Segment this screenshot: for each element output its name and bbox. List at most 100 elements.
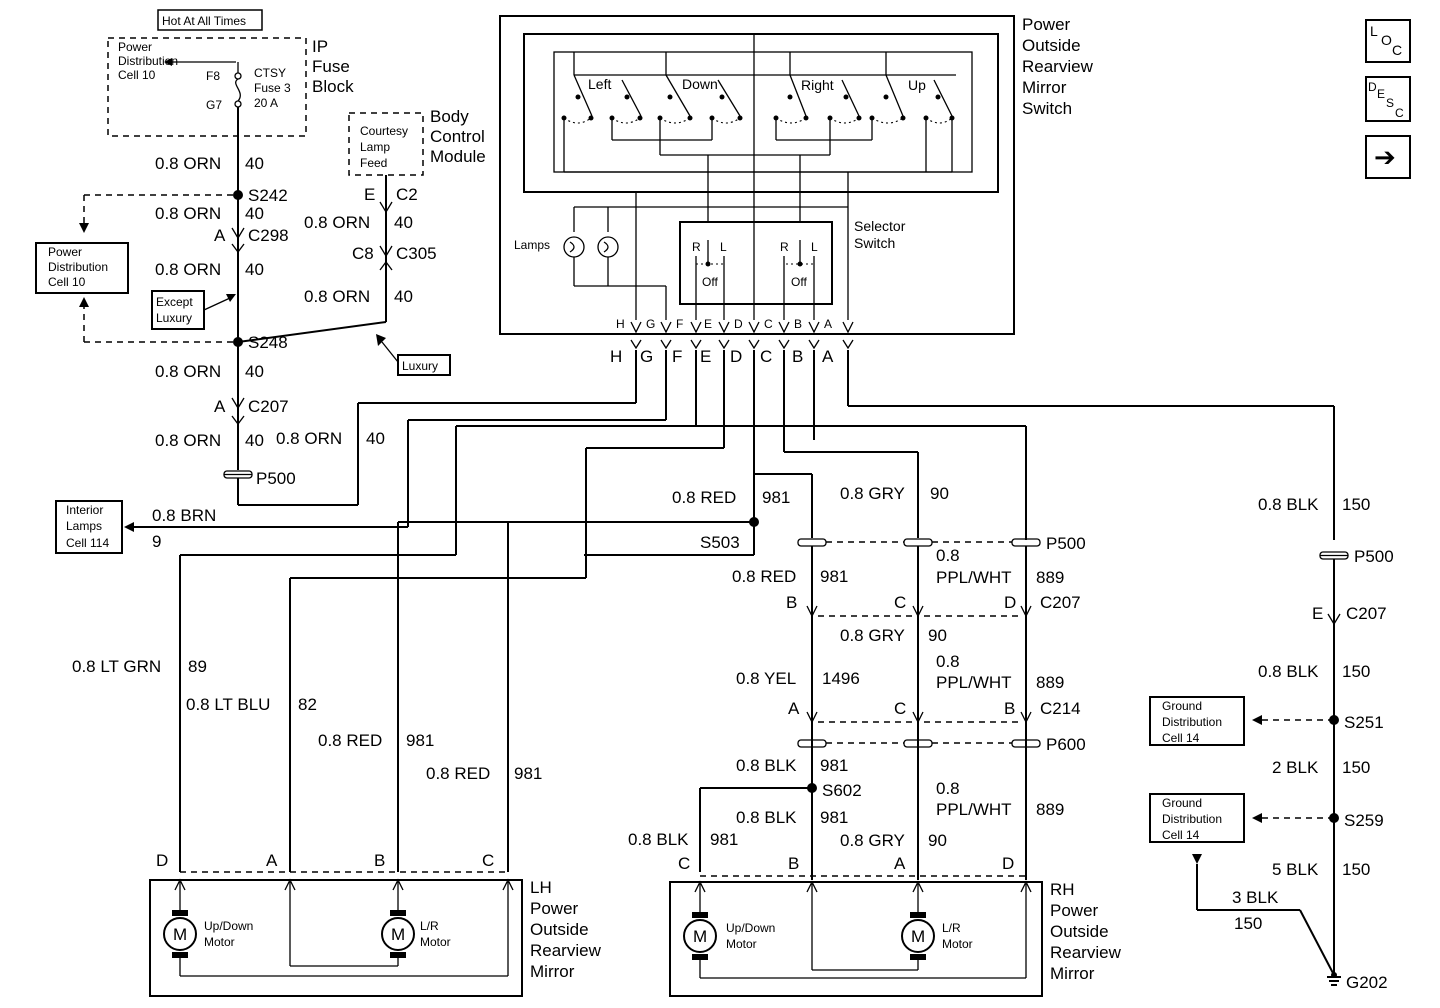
svg-text:Distribution: Distribution xyxy=(118,54,178,68)
svg-text:Body: Body xyxy=(430,107,469,126)
splice-s242 xyxy=(233,190,243,200)
svg-text:0.8: 0.8 xyxy=(936,546,960,565)
svg-text:P500: P500 xyxy=(1354,547,1394,566)
svg-text:Control: Control xyxy=(430,127,485,146)
ground-distribution-cell-14-box-2: Ground Distribution Cell 14 xyxy=(1149,793,1245,843)
luxury-label: Luxury xyxy=(397,354,451,376)
svg-text:150: 150 xyxy=(1342,860,1370,879)
svg-text:Outside: Outside xyxy=(530,920,589,939)
svg-text:A: A xyxy=(214,226,226,245)
svg-text:D: D xyxy=(730,347,742,366)
loc-button[interactable]: L O C xyxy=(1365,19,1411,63)
svg-text:889: 889 xyxy=(1036,673,1064,692)
svg-text:40: 40 xyxy=(245,431,264,450)
svg-text:C: C xyxy=(482,851,494,870)
svg-text:P500: P500 xyxy=(1046,534,1086,553)
svg-text:A: A xyxy=(824,317,832,331)
hot-at-all-times-label: Hot At All Times xyxy=(157,9,263,31)
svg-text:C8: C8 xyxy=(352,244,374,263)
svg-text:0.8 BLK: 0.8 BLK xyxy=(736,756,797,775)
svg-text:F: F xyxy=(676,317,683,331)
svg-text:Interior: Interior xyxy=(66,503,103,517)
svg-text:R: R xyxy=(780,240,789,254)
svg-text:0.8 BRN: 0.8 BRN xyxy=(152,506,216,525)
splice-s251 xyxy=(1329,715,1339,725)
svg-text:2 BLK: 2 BLK xyxy=(1272,758,1319,777)
svg-text:H: H xyxy=(610,347,622,366)
svg-text:Down: Down xyxy=(682,76,718,92)
svg-text:0.8 ORN: 0.8 ORN xyxy=(155,204,221,223)
svg-text:889: 889 xyxy=(1036,800,1064,819)
svg-text:Switch: Switch xyxy=(1022,99,1072,118)
svg-text:40: 40 xyxy=(245,154,264,173)
svg-text:Power: Power xyxy=(1022,15,1071,34)
svg-text:B: B xyxy=(792,347,803,366)
svg-text:S: S xyxy=(1386,96,1394,110)
svg-text:981: 981 xyxy=(710,830,738,849)
desc-button[interactable]: D E S C xyxy=(1365,76,1411,122)
svg-text:82: 82 xyxy=(298,695,317,714)
interior-lamps-cell-114-box: Interior Lamps Cell 114 xyxy=(55,500,123,554)
svg-text:M: M xyxy=(911,927,925,946)
svg-text:C: C xyxy=(894,699,906,718)
svg-text:40: 40 xyxy=(245,260,264,279)
up-down-motor-icon xyxy=(683,919,717,953)
svg-text:981: 981 xyxy=(820,756,848,775)
svg-text:C: C xyxy=(1395,106,1404,120)
connector-p500-ground xyxy=(1319,551,1349,560)
svg-text:Motor: Motor xyxy=(204,935,235,949)
svg-text:Lamps: Lamps xyxy=(66,519,102,533)
next-arrow-button[interactable]: ➔ xyxy=(1365,135,1411,179)
svg-text:0.8 ORN: 0.8 ORN xyxy=(155,431,221,450)
svg-text:0.8 LT GRN: 0.8 LT GRN xyxy=(72,657,161,676)
svg-text:981: 981 xyxy=(514,764,542,783)
svg-text:981: 981 xyxy=(762,488,790,507)
ground-g202-icon xyxy=(1327,972,1341,986)
switch-connector-chevrons xyxy=(630,321,854,350)
svg-text:981: 981 xyxy=(820,808,848,827)
svg-text:F: F xyxy=(672,347,682,366)
svg-text:981: 981 xyxy=(406,731,434,750)
svg-text:D: D xyxy=(734,317,743,331)
svg-text:IP: IP xyxy=(312,37,328,56)
ground-distribution-cell-14-box: Ground Distribution Cell 14 xyxy=(1149,696,1245,746)
svg-text:Distribution: Distribution xyxy=(48,260,108,274)
svg-text:Off: Off xyxy=(702,275,718,289)
svg-text:0.8 ORN: 0.8 ORN xyxy=(304,213,370,232)
svg-text:M: M xyxy=(693,927,707,946)
svg-text:Distribution: Distribution xyxy=(1162,715,1222,729)
svg-text:A: A xyxy=(214,397,226,416)
svg-text:C214: C214 xyxy=(1040,699,1081,718)
svg-text:R: R xyxy=(692,240,701,254)
svg-text:E: E xyxy=(1312,604,1323,623)
svg-text:Rearview: Rearview xyxy=(1022,57,1094,76)
svg-text:G: G xyxy=(646,317,655,331)
svg-text:889: 889 xyxy=(1036,568,1064,587)
svg-text:A: A xyxy=(822,347,834,366)
svg-text:150: 150 xyxy=(1342,495,1370,514)
svg-text:Cell 14: Cell 14 xyxy=(1162,731,1200,745)
svg-text:0.8 YEL: 0.8 YEL xyxy=(736,669,796,688)
svg-text:Except: Except xyxy=(156,295,193,309)
svg-text:Switch: Switch xyxy=(854,235,895,251)
svg-text:Off: Off xyxy=(791,275,807,289)
svg-text:0.8 ORN: 0.8 ORN xyxy=(155,362,221,381)
power-distribution-cell-10-box: Power Distribution Cell 10 xyxy=(35,242,129,294)
svg-text:L/R: L/R xyxy=(420,919,439,933)
svg-text:B: B xyxy=(786,593,797,612)
svg-text:Outside: Outside xyxy=(1050,922,1109,941)
svg-text:89: 89 xyxy=(188,657,207,676)
switch-pin-labels: H G F E D C B A H G F E D C B A xyxy=(610,317,834,366)
svg-text:Cell 114: Cell 114 xyxy=(66,536,109,550)
svg-text:0.8 BLK: 0.8 BLK xyxy=(1258,662,1319,681)
svg-text:P600: P600 xyxy=(1046,735,1086,754)
svg-text:0.8 BLK: 0.8 BLK xyxy=(736,808,797,827)
svg-text:L: L xyxy=(811,240,818,254)
svg-text:Mirror: Mirror xyxy=(530,962,575,981)
svg-text:Luxury: Luxury xyxy=(402,359,438,373)
svg-text:Distribution: Distribution xyxy=(1162,812,1222,826)
connector-p500-left xyxy=(223,470,253,479)
svg-text:E: E xyxy=(364,185,375,204)
svg-text:LH: LH xyxy=(530,878,552,897)
svg-text:F8: F8 xyxy=(206,69,220,83)
